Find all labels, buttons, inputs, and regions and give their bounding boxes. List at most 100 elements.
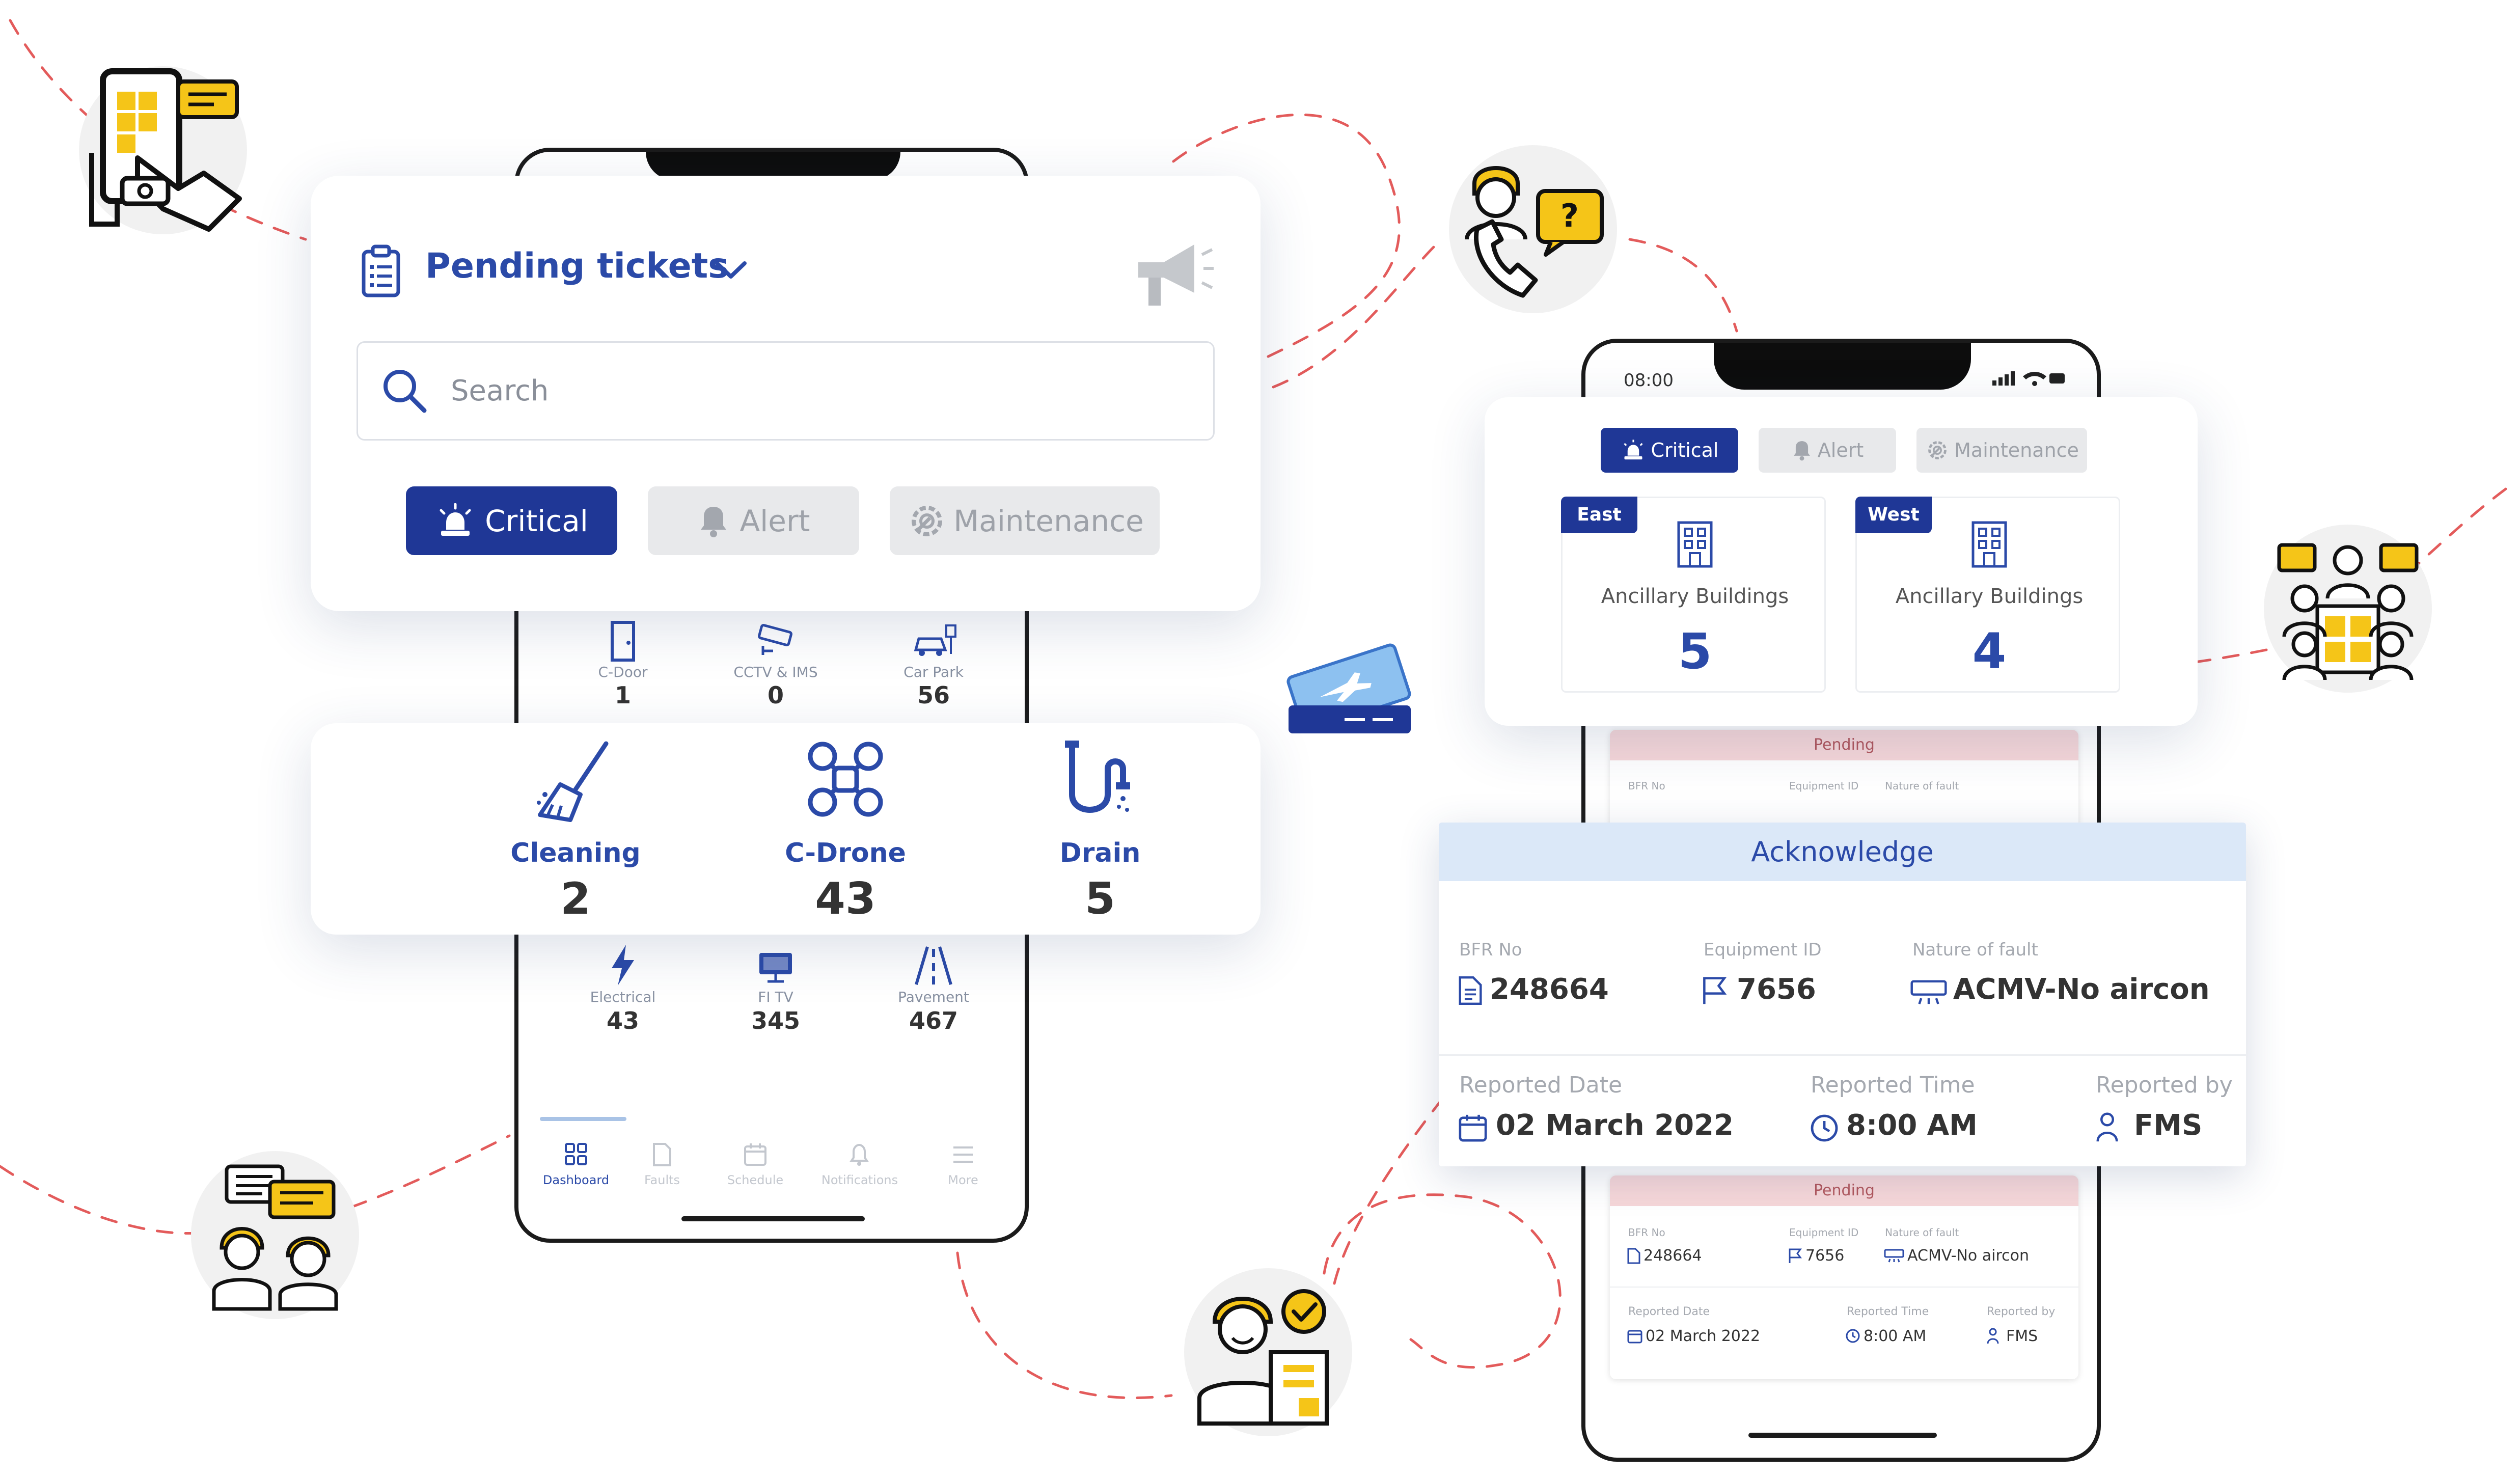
equipment-value: 7656	[1805, 1247, 1845, 1265]
lightning-icon	[612, 945, 634, 986]
nav-schedule[interactable]: Schedule	[707, 1142, 804, 1198]
maintenance-label: Maintenance	[1954, 439, 2079, 461]
date-value: 02 March 2022	[1646, 1327, 1761, 1345]
critical-button[interactable]: Critical	[406, 486, 617, 555]
category-pavement[interactable]: Pavement 467	[870, 944, 1002, 1034]
approved-worker-icon	[1197, 1289, 1329, 1426]
category-drain[interactable]: Drain 5	[998, 738, 1202, 924]
alert-button[interactable]: Alert	[648, 486, 859, 555]
critical-button[interactable]: Critical	[1601, 428, 1738, 473]
category-cleaning[interactable]: Cleaning 2	[458, 738, 693, 924]
aircon-icon	[1884, 1249, 1904, 1263]
nav-dashboard[interactable]: Dashboard	[529, 1142, 620, 1198]
clock-icon	[1846, 1329, 1860, 1343]
search-box[interactable]: Search	[357, 341, 1215, 441]
maintenance-button[interactable]: Maintenance	[1916, 428, 2087, 473]
pending-tickets-card: Pending tickets Search Critical Alert Ma…	[311, 176, 1261, 611]
field-label: Reported by	[1987, 1305, 2056, 1318]
region-west-tile[interactable]: West Ancillary Buildings 4	[1855, 497, 2120, 693]
field-label: Reported Date	[1459, 1072, 1623, 1098]
reporter-value: FMS	[2134, 1109, 2203, 1142]
calendar-icon	[1627, 1330, 1642, 1344]
search-input[interactable]: Search	[451, 374, 549, 407]
home-indicator	[1748, 1433, 1937, 1438]
region-label: Ancillary Buildings	[1895, 585, 2084, 608]
nav-more[interactable]: More	[916, 1142, 1012, 1198]
alert-label: Alert	[1817, 439, 1864, 461]
region-card: Critical Alert Maintenance East Ancillar…	[1485, 397, 2198, 726]
gear-wrench-icon	[912, 505, 943, 536]
cctv-icon	[758, 624, 792, 655]
nav-label: Dashboard	[542, 1173, 610, 1187]
acknowledge-banner[interactable]: Acknowledge	[1439, 823, 2246, 881]
category-cdoor[interactable]: C-Door 1	[549, 620, 681, 709]
maintenance-button[interactable]: Maintenance	[890, 486, 1160, 555]
siren-icon	[440, 503, 471, 536]
date-value: 02 March 2022	[1496, 1109, 1734, 1142]
category-fitv[interactable]: FI TV 345	[707, 944, 844, 1034]
card-title: Pending tickets	[425, 246, 729, 286]
acknowledge-card[interactable]: Acknowledge BFR No Equipment ID Nature o…	[1439, 823, 2246, 1166]
nav-faults[interactable]: Faults	[620, 1142, 707, 1198]
pending-banner: Pending	[1610, 730, 2078, 760]
flag-icon	[1703, 977, 1727, 1004]
pending-ticket-top[interactable]: Pending BFR No Equipment ID Nature of fa…	[1610, 730, 2078, 842]
category-label: C-Drone	[785, 838, 906, 868]
category-carpark[interactable]: Car Park 56	[870, 620, 1002, 709]
document-icon	[653, 1143, 671, 1166]
field-label: Nature of fault	[1912, 940, 2038, 960]
category-electrical[interactable]: Electrical 43	[549, 944, 697, 1034]
calendar-icon	[744, 1143, 766, 1166]
pending-ticket-bottom[interactable]: Pending BFR No Equipment ID Nature of fa…	[1610, 1175, 2078, 1379]
category-label: Pavement	[898, 989, 969, 1005]
region-tag: East	[1561, 497, 1637, 533]
time-value: 8:00 AM	[1864, 1327, 1927, 1345]
status-icons	[1992, 371, 2065, 386]
category-count: 2	[560, 873, 591, 924]
bottom-nav: Dashboard Faults Schedule Notifications …	[529, 1142, 1023, 1204]
user-icon	[2096, 1112, 2118, 1142]
category-count: 0	[767, 681, 784, 709]
nav-notifications[interactable]: Notifications	[804, 1142, 916, 1198]
megaphone-icon	[1138, 244, 1214, 306]
siren-icon	[1623, 440, 1643, 460]
pending-label: Pending	[1814, 1182, 1875, 1199]
support-call-icon: ?	[1465, 166, 1604, 298]
category-count: 43	[606, 1007, 639, 1034]
tv-icon	[759, 953, 792, 983]
bell-icon	[701, 506, 727, 537]
nav-label: Schedule	[727, 1173, 784, 1187]
bell-icon	[850, 1143, 869, 1166]
region-east-tile[interactable]: East Ancillary Buildings 5	[1561, 497, 1826, 693]
alert-button[interactable]: Alert	[1759, 428, 1896, 473]
car-park-icon	[914, 624, 956, 656]
time-value: 8:00 AM	[1846, 1109, 1978, 1142]
fault-value: ACMV-No aircon	[1907, 1247, 2030, 1265]
field-label: Equipment ID	[1789, 1226, 1859, 1239]
bfr-value: 248664	[1644, 1247, 1702, 1265]
category-count: 56	[917, 681, 950, 709]
field-label: Reported by	[2096, 1072, 2233, 1098]
category-count: 1	[614, 681, 631, 709]
chevron-down-icon[interactable]	[713, 257, 749, 283]
document-icon	[1627, 1248, 1640, 1264]
road-icon	[915, 946, 952, 985]
category-cctv[interactable]: CCTV & IMS 0	[707, 620, 839, 709]
nav-label: More	[948, 1173, 978, 1187]
field-label: Reported Time	[1811, 1072, 1975, 1098]
bell-icon	[1793, 441, 1810, 461]
pipe-icon	[1065, 741, 1130, 813]
region-tag-label: West	[1868, 504, 1920, 525]
field-label: Nature of fault	[1885, 1226, 1959, 1239]
status-time: 08:00	[1624, 370, 1674, 391]
bfr-value: 248664	[1490, 973, 1609, 1006]
category-count: 345	[751, 1007, 801, 1034]
category-cdrone[interactable]: C-Drone 43	[728, 738, 963, 924]
category-label: Car Park	[903, 664, 964, 680]
building-icon	[1677, 521, 1713, 568]
search-icon	[384, 370, 427, 413]
category-count: 467	[909, 1007, 958, 1034]
maintenance-label: Maintenance	[953, 503, 1144, 538]
nav-label: Faults	[644, 1173, 680, 1187]
